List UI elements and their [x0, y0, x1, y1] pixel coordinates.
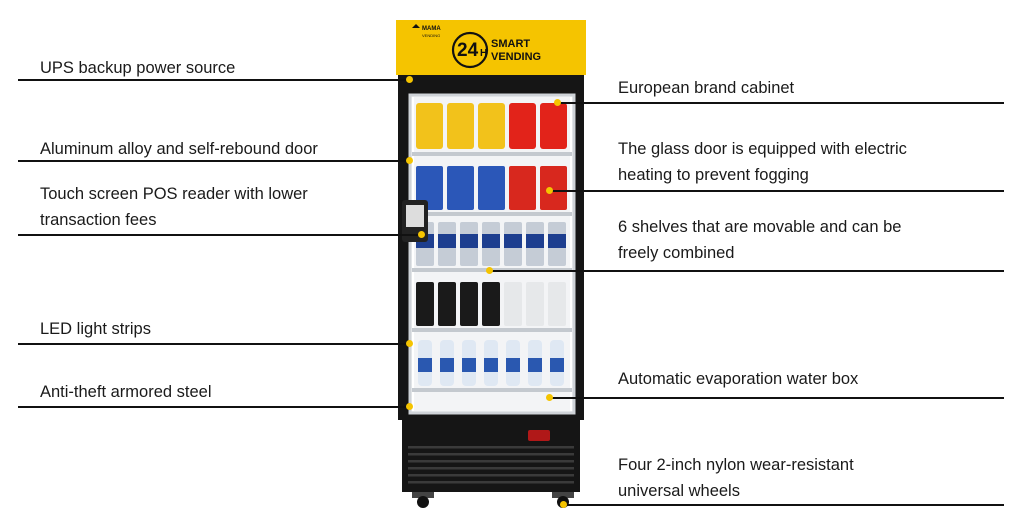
callout-glass-line	[550, 190, 1004, 192]
callout-cabinet-line	[558, 102, 1004, 104]
callout-shelves-line	[490, 270, 1004, 272]
callout-steel-line	[18, 406, 410, 408]
callout-door-dot	[406, 157, 413, 164]
callout-wheels-label-2: universal wheels	[618, 482, 740, 500]
callout-glass-dot	[546, 187, 553, 194]
callout-cabinet-label: European brand cabinet	[618, 79, 795, 97]
callout-wheels-dot	[560, 501, 567, 508]
callout-wheels-line	[564, 504, 1004, 506]
callout-pos-label-2: transaction fees	[40, 211, 157, 229]
callout-shelves-dot	[486, 267, 493, 274]
sign-badge-suffix: H	[480, 48, 488, 59]
callout-water-line	[550, 397, 1004, 399]
callout-water-label: Automatic evaporation water box	[618, 370, 859, 388]
sign-line-smart: SMART	[491, 38, 531, 50]
callout-ups-label: UPS backup power source	[40, 59, 236, 77]
callout-cabinet-dot	[554, 99, 561, 106]
callout-pos-label-1: Touch screen POS reader with lower	[40, 185, 308, 203]
callout-door-line	[18, 160, 410, 162]
sign-line-vending: VENDING	[491, 51, 542, 63]
callout-water-dot	[546, 394, 553, 401]
brand-tagline: VENDING	[422, 33, 441, 38]
callout-shelves-label-2: freely combined	[618, 244, 735, 262]
callout-ups-line	[18, 79, 410, 81]
callout-glass-label-1: The glass door is equipped with electric	[618, 140, 907, 158]
callout-wheels-label-1: Four 2-inch nylon wear-resistant	[618, 456, 854, 474]
callout-led-label: LED light strips	[40, 320, 151, 338]
callout-steel-dot	[406, 403, 413, 410]
callout-pos-line	[18, 234, 422, 236]
callout-led-dot	[406, 340, 413, 347]
brand-name: MAMA	[422, 26, 441, 32]
sign-badge-number: 24	[457, 40, 479, 61]
callout-shelves-label-1: 6 shelves that are movable and can be	[618, 218, 902, 236]
callout-led-line	[18, 343, 410, 345]
callout-door-label: Aluminum alloy and self-rebound door	[40, 140, 318, 158]
callout-ups-dot	[406, 76, 413, 83]
callout-steel-label: Anti-theft armored steel	[40, 383, 212, 401]
callout-pos-dot	[418, 231, 425, 238]
callout-glass-label-2: heating to prevent fogging	[618, 166, 809, 184]
